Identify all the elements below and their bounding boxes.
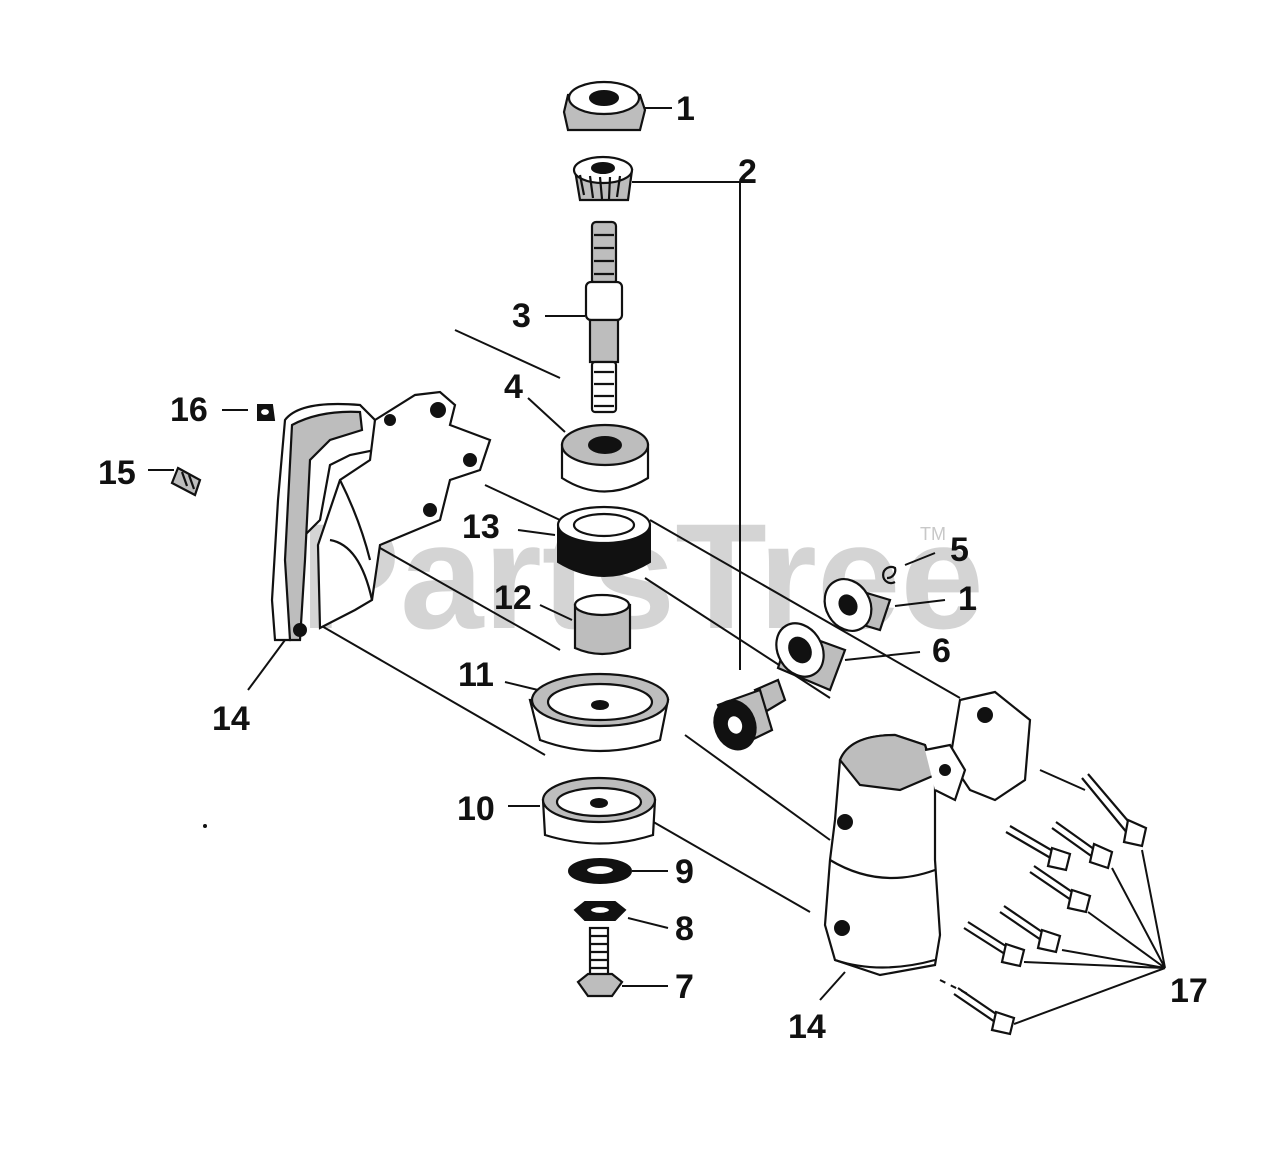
bearing-1-top bbox=[562, 80, 672, 132]
label-part-10: 10 bbox=[457, 790, 495, 828]
collar-12 bbox=[539, 593, 632, 656]
label-part-14-left: 14 bbox=[212, 700, 250, 738]
grease-fitting-15 bbox=[148, 466, 202, 497]
label-part-16: 16 bbox=[170, 391, 208, 429]
watermark-trademark: TM bbox=[920, 524, 946, 544]
clip-5 bbox=[882, 552, 936, 585]
label-part-15: 15 bbox=[98, 454, 136, 492]
screw bbox=[963, 921, 1026, 968]
part-labels: 1 2 3 4 5 1 6 7 8 9 10 11 12 13 14 14 15… bbox=[98, 90, 1208, 1046]
bolt-7 bbox=[576, 926, 668, 998]
label-part-17: 17 bbox=[1170, 972, 1208, 1010]
label-part-8: 8 bbox=[675, 910, 694, 948]
label-part-11: 11 bbox=[458, 656, 494, 694]
cup-11 bbox=[504, 672, 670, 753]
bearing-4 bbox=[527, 397, 650, 493]
nut-8 bbox=[573, 901, 669, 929]
label-part-2: 2 bbox=[738, 153, 757, 191]
screw bbox=[1051, 821, 1114, 870]
label-part-1-top: 1 bbox=[676, 90, 695, 128]
label-part-4: 4 bbox=[504, 368, 523, 406]
stray-mark bbox=[203, 824, 207, 828]
housing-14-right bbox=[819, 690, 1032, 1001]
gear-6 bbox=[775, 622, 921, 692]
housing-14-left bbox=[247, 390, 492, 691]
shaft-3 bbox=[545, 220, 624, 414]
label-part-7: 7 bbox=[675, 968, 694, 1006]
cup-10 bbox=[508, 776, 657, 845]
bushing-13 bbox=[517, 505, 652, 577]
label-part-1-side: 1 bbox=[958, 580, 977, 618]
screw bbox=[953, 987, 1016, 1036]
nipple-16 bbox=[222, 404, 276, 421]
label-part-14-right: 14 bbox=[788, 1008, 826, 1046]
gear-2 bbox=[572, 155, 741, 670]
assembly-guide-lines bbox=[319, 329, 1086, 996]
pinion-2 bbox=[713, 678, 787, 751]
label-part-5: 5 bbox=[950, 531, 969, 569]
label-part-12: 12 bbox=[494, 579, 532, 617]
screws-17 bbox=[953, 773, 1166, 1036]
bearing-1-side bbox=[823, 578, 946, 632]
label-part-13: 13 bbox=[462, 508, 500, 546]
screw bbox=[1005, 825, 1072, 872]
screw bbox=[1029, 865, 1092, 914]
screw bbox=[1081, 773, 1148, 848]
label-part-6: 6 bbox=[932, 632, 951, 670]
screw bbox=[999, 905, 1062, 954]
washer-9 bbox=[568, 858, 668, 884]
label-part-9: 9 bbox=[675, 853, 694, 891]
label-part-3: 3 bbox=[512, 297, 531, 335]
